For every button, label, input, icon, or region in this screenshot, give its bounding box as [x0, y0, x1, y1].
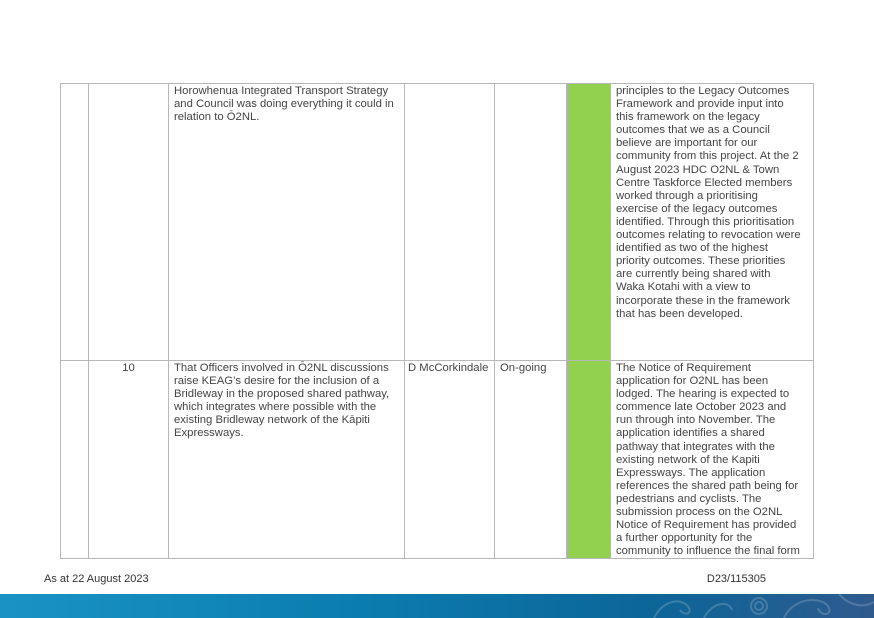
- owner-cell: D McCorkindale: [404, 359, 495, 560]
- footer-banner: [0, 594, 874, 618]
- row-marker-cell: [60, 359, 89, 560]
- owner-cell: [404, 83, 495, 361]
- table-row: 10 That Officers involved in Ō2NL discus…: [60, 359, 814, 560]
- resolutions-table: Horowhenua Integrated Transport Strategy…: [60, 83, 814, 560]
- update-cell: principles to the Legacy Outcomes Framew…: [610, 83, 814, 361]
- koru-pattern-icon: [653, 594, 874, 618]
- footer-doc-ref: D23/115305: [706, 573, 766, 585]
- item-number-cell: [88, 83, 169, 361]
- update-cell: The Notice of Requirement application fo…: [610, 359, 814, 560]
- resolution-cell: Horowhenua Integrated Transport Strategy…: [168, 83, 405, 361]
- resolution-cell: That Officers involved in Ō2NL discussio…: [168, 359, 405, 560]
- table-row: Horowhenua Integrated Transport Strategy…: [60, 83, 814, 361]
- status-color-cell: [566, 359, 611, 560]
- row-marker-cell: [60, 83, 89, 361]
- item-number-cell: 10: [88, 359, 169, 560]
- status-cell: [494, 83, 567, 361]
- status-cell: On-going: [494, 359, 567, 560]
- status-color-cell: [566, 83, 611, 361]
- footer-date: As at 22 August 2023: [44, 573, 149, 585]
